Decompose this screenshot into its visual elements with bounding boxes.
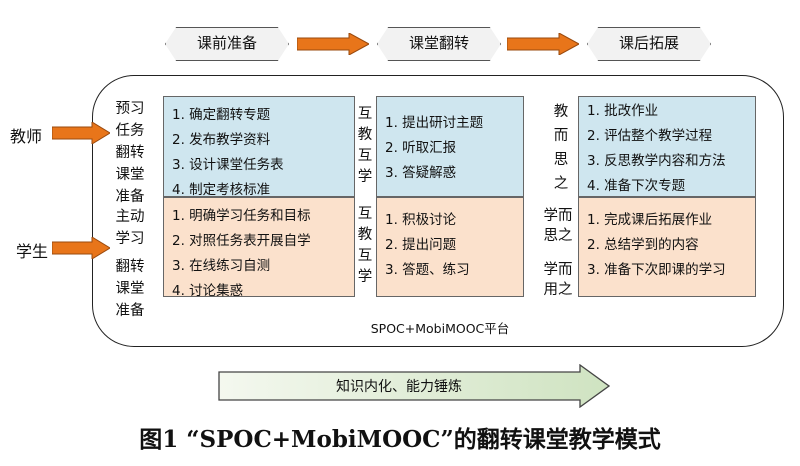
list-item: 2. 提出问题 (385, 237, 457, 253)
teacher-class-side-label: 互 教 互 学 (357, 106, 373, 185)
list-item: 1. 提出研讨主题 (385, 115, 484, 131)
teacher-pre-box: 1. 确定翻转专题 2. 发布教学资料 3. 设计课堂任务表 4. 制定考核标准 (163, 96, 355, 198)
phase-arrow-1-icon (297, 33, 369, 55)
list-item: 3. 答疑解惑 (385, 165, 457, 181)
list-item: 2. 评估整个教学过程 (587, 128, 713, 144)
student-post-side-label-top: 学而 思之 (543, 208, 573, 244)
list-item: 2. 听取汇报 (385, 140, 457, 156)
internalization-label: 知识内化、能力锤炼 (336, 379, 462, 395)
student-pre-side-label: 主动 学习 翻转 课堂 准备 (115, 209, 145, 319)
platform-frame (92, 75, 784, 347)
list-item: 4. 制定考核标准 (172, 182, 271, 198)
student-arrow-icon (52, 237, 110, 259)
teacher-class-box: 1. 提出研讨主题 2. 听取汇报 3. 答疑解惑 (376, 96, 524, 197)
list-item: 3. 答题、练习 (385, 262, 470, 278)
phase-in-class: 课堂翻转 (377, 27, 501, 61)
list-item: 1. 确定翻转专题 (172, 107, 271, 123)
list-item: 1. 完成课后拓展作业 (587, 212, 713, 228)
student-label: 学生 (16, 242, 49, 261)
phase-pre-class-label: 课前准备 (196, 34, 257, 52)
teacher-label: 教师 (10, 127, 43, 146)
teacher-post-box: 1. 批改作业 2. 评估整个教学过程 3. 反思教学内容和方法 4. 准备下次… (578, 96, 756, 197)
student-post-side-label-bottom: 学而 用之 (543, 262, 573, 298)
internalization-arrow-icon (218, 364, 610, 408)
teacher-post-side-label: 教 而 思 之 (553, 104, 569, 192)
platform-label: SPOC+MobiMOOC平台 (370, 321, 510, 336)
list-item: 3. 准备下次即课的学习 (587, 262, 726, 278)
list-item: 4. 准备下次专题 (587, 178, 686, 194)
list-item: 3. 反思教学内容和方法 (587, 153, 726, 169)
teacher-arrow-icon (52, 122, 110, 144)
student-class-side-label: 互 教 互 学 (357, 206, 373, 285)
teacher-pre-side-label: 预习 任务 翻转 课堂 准备 (115, 101, 145, 205)
list-item: 4. 讨论集惑 (172, 283, 244, 299)
phase-post-class-label: 课后拓展 (618, 34, 679, 52)
phase-in-class-label: 课堂翻转 (408, 34, 469, 52)
list-item: 1. 批改作业 (587, 103, 659, 119)
list-item: 1. 明确学习任务和目标 (172, 208, 311, 224)
list-item: 2. 对照任务表开展自学 (172, 233, 311, 249)
student-class-box: 1. 积极讨论 2. 提出问题 3. 答题、练习 (376, 197, 524, 297)
student-post-box: 1. 完成课后拓展作业 2. 总结学到的内容 3. 准备下次即课的学习 (578, 197, 756, 297)
list-item: 1. 积极讨论 (385, 212, 457, 228)
list-item: 3. 在线练习自测 (172, 258, 271, 274)
phase-arrow-2-icon (507, 33, 579, 55)
figure-caption: 图1 “SPOC+MobiMOOC”的翻转课堂教学模式 (139, 426, 661, 453)
list-item: 2. 总结学到的内容 (587, 237, 699, 253)
phase-post-class: 课后拓展 (587, 27, 711, 61)
student-pre-box: 1. 明确学习任务和目标 2. 对照任务表开展自学 3. 在线练习自测 4. 讨… (163, 197, 355, 299)
list-item: 2. 发布教学资料 (172, 132, 271, 148)
list-item: 3. 设计课堂任务表 (172, 157, 284, 173)
phase-pre-class: 课前准备 (165, 27, 289, 61)
